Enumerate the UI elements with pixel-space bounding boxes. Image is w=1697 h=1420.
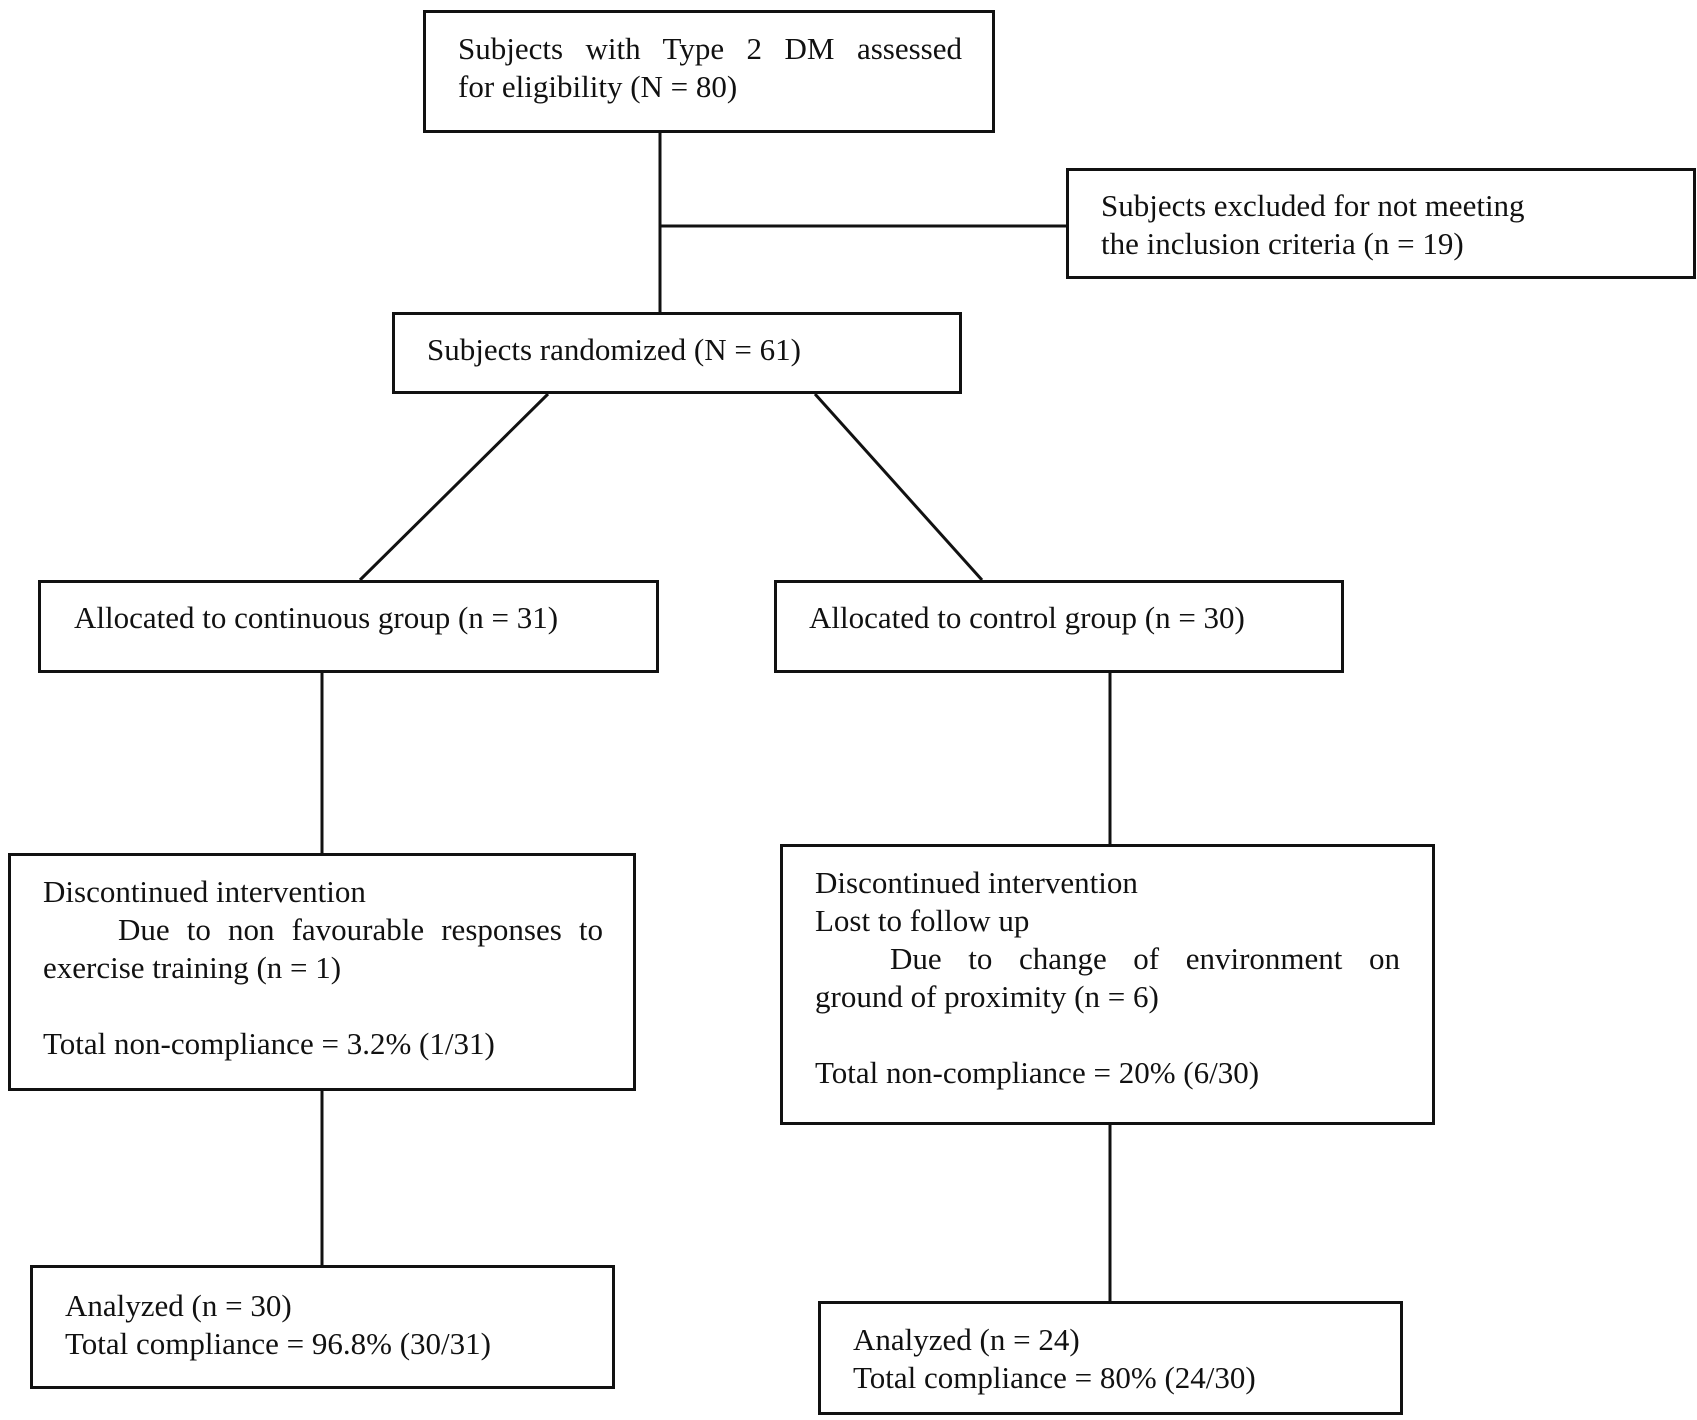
- continuous-noncompliance: Total non-compliance = 3.2% (1/31): [43, 1026, 495, 1061]
- continuous-analyzed-box: Analyzed (n = 30) Total compliance = 96.…: [30, 1265, 615, 1389]
- control-noncompliance: Total non-compliance = 20% (6/30): [815, 1055, 1260, 1090]
- control-analyzed-line-1: Analyzed (n = 24): [853, 1322, 1080, 1357]
- continuous-allocation-line-1: Allocated to continuous group (n = 31): [74, 600, 559, 635]
- continuous-analyzed-line-1: Analyzed (n = 30): [65, 1288, 292, 1323]
- continuous-compliance: Total compliance = 96.8% (30/31): [65, 1326, 491, 1361]
- excluded-line-2: the inclusion criteria (n = 19): [1101, 226, 1464, 261]
- assessed-box: Subjects with Type 2 DM assessed for eli…: [423, 10, 995, 133]
- connector-randomized-to-control: [813, 392, 984, 582]
- control-discontinued-box: Discontinued intervention Lost to follow…: [780, 844, 1435, 1125]
- control-compliance: Total compliance = 80% (24/30): [853, 1360, 1256, 1395]
- control-analyzed-box: Analyzed (n = 24) Total compliance = 80%…: [818, 1301, 1403, 1415]
- continuous-discontinued-line-1: Discontinued intervention: [43, 874, 366, 909]
- assessed-line-1: Subjects with Type 2 DM assessed: [458, 31, 962, 66]
- excluded-box: Subjects excluded for not meeting the in…: [1066, 168, 1696, 279]
- continuous-allocation-box: Allocated to continuous group (n = 31): [38, 580, 659, 673]
- continuous-discontinued-line-2: Due to non favourable responses to: [118, 912, 603, 947]
- control-discontinued-line-3: Due to change of environment on: [890, 941, 1400, 976]
- control-discontinued-line-2: Lost to follow up: [815, 903, 1030, 938]
- continuous-discontinued-line-3: exercise training (n = 1): [43, 950, 342, 985]
- connector-randomized-to-continuous: [358, 392, 550, 582]
- randomized-box: Subjects randomized (N = 61): [392, 312, 962, 394]
- control-discontinued-line-4: ground of proximity (n = 6): [815, 979, 1159, 1014]
- continuous-discontinued-box: Discontinued intervention Due to non fav…: [8, 853, 636, 1091]
- assessed-line-2: for eligibility (N = 80): [458, 69, 738, 104]
- randomized-line-1: Subjects randomized (N = 61): [427, 332, 801, 367]
- control-allocation-line-1: Allocated to control group (n = 30): [809, 600, 1245, 635]
- control-allocation-box: Allocated to control group (n = 30): [774, 580, 1344, 673]
- control-discontinued-line-1: Discontinued intervention: [815, 865, 1138, 900]
- excluded-line-1: Subjects excluded for not meeting: [1101, 188, 1525, 223]
